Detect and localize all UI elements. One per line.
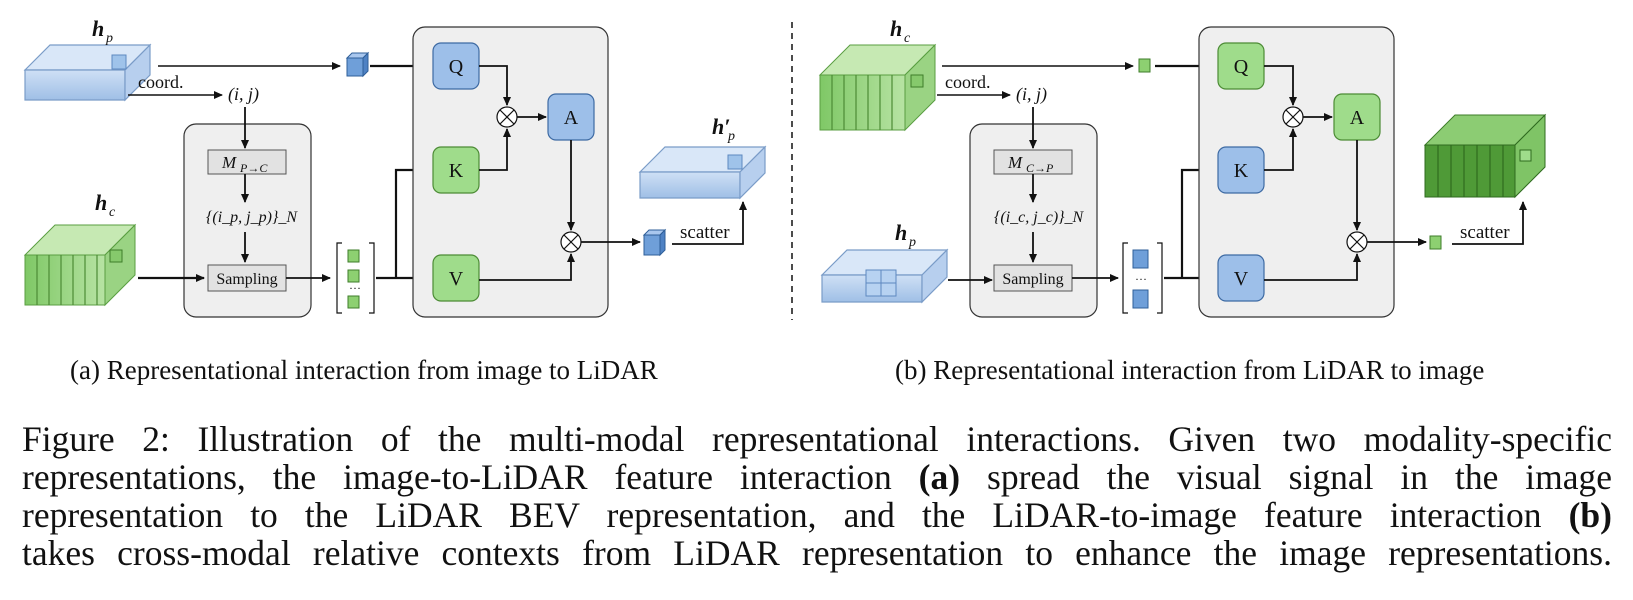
caption-text: representations, the image-to-LiDAR feat… (22, 457, 919, 497)
panel-a: h p coord. (i, j) M P→C {(i_p, j_p)}_N S… (23, 16, 767, 318)
hc-sub-b: c (904, 31, 911, 46)
hp-sub: p (105, 31, 113, 46)
sampled-features-b: ··· (1122, 242, 1163, 314)
set-label-a: {(i_p, j_p)}_N (206, 209, 298, 226)
multiply-op-2-b (1346, 231, 1368, 253)
hc-label-b: h (890, 16, 902, 41)
query-cube-a (345, 51, 370, 78)
output-cube-b (1429, 235, 1442, 250)
v-node-b (1217, 254, 1265, 302)
caption-text: spread the visual signal in the image (960, 457, 1613, 497)
caption-bold-a: (a) (918, 457, 961, 497)
sampling-box-b (993, 264, 1073, 292)
caption-bold-b: (b) (1568, 495, 1612, 535)
query-cube-b (1138, 58, 1151, 73)
mapping-box-a (207, 149, 287, 175)
hp-sub-b: p (908, 235, 916, 250)
mapping-sub-b: C→P (1026, 161, 1054, 175)
caption-a: (a) Representational interaction from im… (70, 355, 658, 385)
caption-b: (b) Representational interaction from Li… (895, 355, 1485, 385)
hc-out-stack-b (1423, 113, 1547, 199)
figure-caption-line-4: takes cross-modal relative contexts from… (22, 533, 1612, 573)
a-label-a: A (564, 107, 579, 129)
hp-bev-block-b (820, 248, 949, 304)
ij-label-a: (i, j) (228, 84, 259, 105)
k-label-a: K (449, 160, 464, 182)
mapping-label-a: M (221, 153, 237, 172)
hc-stack-a (23, 223, 137, 307)
sampling-label-a: Sampling (216, 271, 277, 288)
figure-caption-line-2: representations, the image-to-LiDAR feat… (22, 458, 1612, 496)
a-label-b: A (1350, 107, 1365, 129)
arrow-scatter-b (1452, 201, 1527, 245)
hp-label: h (92, 16, 104, 41)
svg-text:···: ··· (1135, 272, 1147, 286)
mapping-box-b (993, 149, 1073, 175)
multiply-op-2-a (560, 231, 582, 253)
arrow-scatter-a (672, 201, 747, 245)
scatter-label-a: scatter (680, 222, 730, 243)
output-cube-a (642, 228, 667, 257)
figure-caption: Figure 2: Illustration of the multi-moda… (22, 420, 1612, 572)
mapping-label-b: M (1007, 153, 1023, 172)
v-label-b: V (1234, 268, 1249, 290)
v-label-a: V (449, 268, 464, 290)
multiply-op-1-b (1282, 106, 1304, 128)
multiply-op-1-a (496, 106, 518, 128)
coord-label-b: coord. (945, 72, 990, 92)
sampled-features-a: ··· (336, 242, 375, 314)
set-label-b: {(i_c, j_c)}_N (994, 209, 1085, 226)
mapping-sub-a: P→C (239, 161, 268, 175)
scatter-label-b: scatter (1460, 222, 1510, 243)
hp-bev-block (23, 43, 152, 102)
caption-text: representation to the LiDAR BEV represen… (22, 495, 1569, 535)
hp-out-sub: p (727, 129, 735, 144)
panel-b: h c coord. (i, j) M C→P {(i_c, j_c)}_N S… (818, 16, 1547, 318)
q-label-a: Q (449, 56, 464, 78)
sampling-label-b: Sampling (1002, 271, 1063, 288)
ij-label-b: (i, j) (1016, 84, 1047, 105)
v-node-a (432, 254, 480, 302)
figure-caption-line-3: representation to the LiDAR BEV represen… (22, 496, 1612, 534)
coord-label-a: coord. (138, 72, 183, 92)
hc-sub-a: c (109, 205, 116, 220)
q-label-b: Q (1234, 56, 1249, 78)
hp-label-b: h (895, 220, 907, 245)
hc-label-a: h (95, 190, 107, 215)
figure-caption-line-1: Figure 2: Illustration of the multi-moda… (22, 419, 1612, 459)
hp-out-label: h′ (712, 114, 730, 139)
hc-stack-b (818, 43, 937, 132)
hp-out-bev-block (638, 145, 767, 200)
k-label-b: K (1234, 160, 1249, 182)
svg-text:···: ··· (349, 281, 361, 295)
